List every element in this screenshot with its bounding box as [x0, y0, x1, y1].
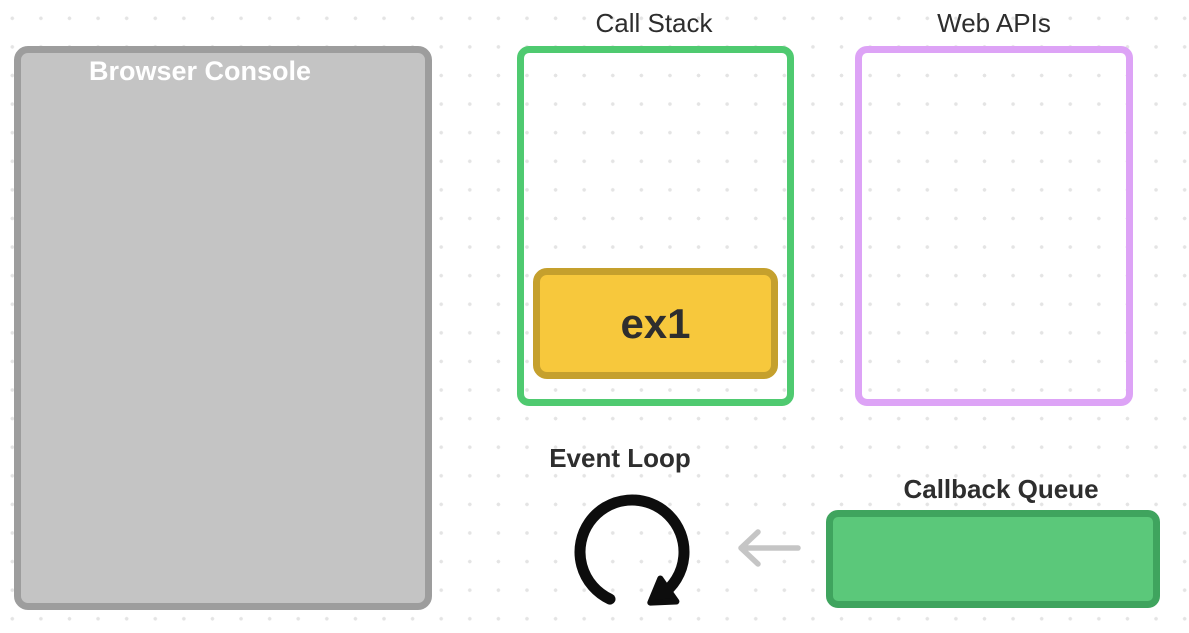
- event-loop-rotation-icon: [574, 494, 690, 606]
- call-stack-label: Call Stack: [595, 8, 713, 38]
- call-stack-panel: ex1: [517, 46, 794, 406]
- callback-queue-label: Callback Queue: [903, 474, 1099, 504]
- event-loop-label: Event Loop: [549, 443, 691, 473]
- web-apis-panel: [855, 46, 1133, 406]
- callback-queue-to-event-loop-arrow-icon: [738, 529, 801, 567]
- call-stack-frame-label: ex1: [620, 299, 691, 347]
- browser-console-title: Browser Console: [88, 56, 312, 86]
- browser-console-panel: Browser Console: [14, 46, 432, 610]
- web-apis-label: Web APIs: [937, 8, 1051, 38]
- callback-queue-panel: [826, 510, 1160, 608]
- call-stack-frame: ex1: [533, 268, 778, 379]
